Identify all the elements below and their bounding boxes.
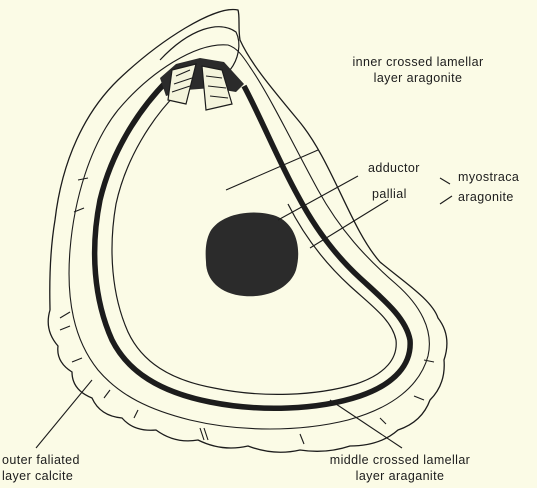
adductor-muscle-scar (206, 213, 299, 297)
inner-layer-label-line2: layer aragonite (318, 70, 518, 86)
inner-layer-label-line1: inner crossed lamellar (318, 54, 518, 70)
adductor-label: adductor (368, 160, 420, 176)
middle-layer-label-line2: layer araganite (300, 468, 500, 484)
pallial-leader (310, 200, 388, 248)
outer-layer-label-line2: layer calcite (2, 468, 80, 484)
middle-layer-leader (330, 400, 402, 448)
inner-layer-label: inner crossed lamellar layer aragonite (318, 54, 518, 86)
middle-layer-label: middle crossed lamellar layer araganite (300, 452, 500, 484)
myostraca-aragonite-label: aragonite (458, 189, 514, 205)
myostraca-bracket-bottom (440, 196, 452, 204)
inner-layer-leader (226, 150, 318, 190)
pallial-label: pallial (372, 186, 407, 202)
myostraca-label: myostraca (458, 169, 519, 185)
myostraca-bracket-top (440, 178, 450, 184)
outer-layer-label: outer faliated layer calcite (2, 452, 80, 484)
middle-layer-label-line1: middle crossed lamellar (300, 452, 500, 468)
outer-layer-label-line1: outer faliated (2, 452, 80, 468)
outer-layer-leader (36, 380, 92, 448)
